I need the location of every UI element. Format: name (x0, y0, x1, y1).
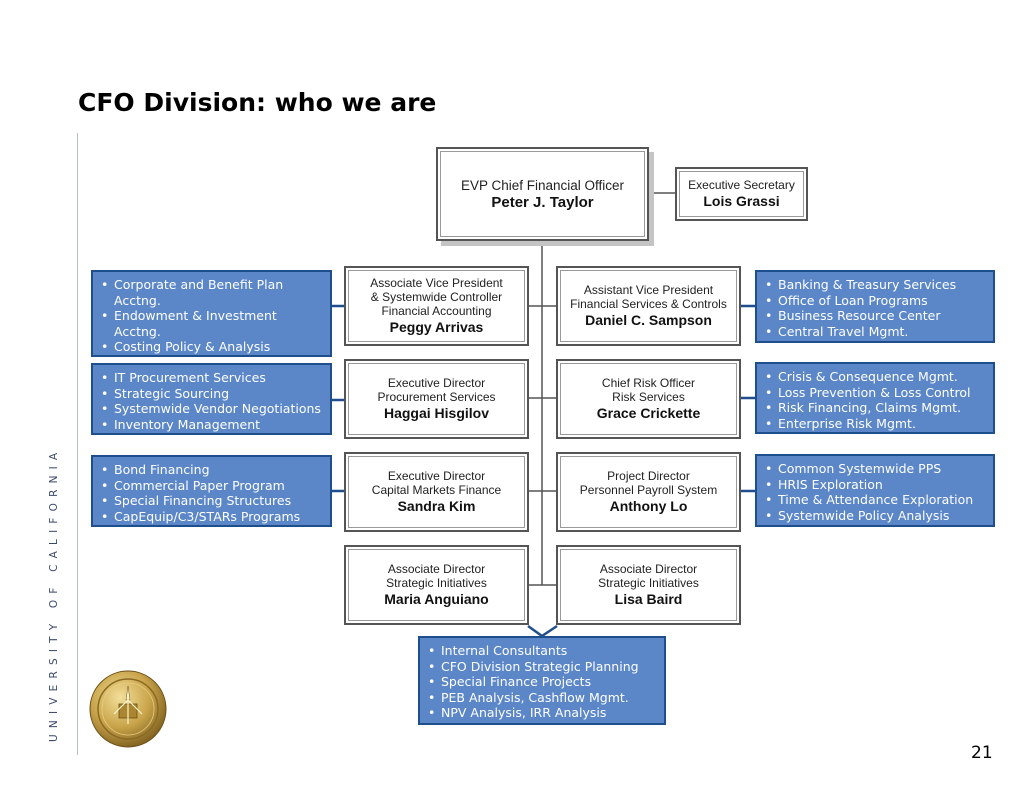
cfo-position: EVP Chief Financial Officer (460, 177, 625, 193)
risk-title-line-1: Chief Risk Officer (601, 376, 696, 390)
list-item: Loss Prevention & Loss Control (763, 385, 987, 401)
page-number: 21 (971, 743, 993, 763)
list-item: Costing Policy & Analysis (99, 339, 324, 355)
procurement-title-line-2: Procurement Services (377, 390, 496, 404)
strategic-1-title-line-1: Associate Director (387, 562, 486, 576)
secretary-position: Executive Secretary (688, 178, 795, 192)
procurement-box: Executive Director Procurement Services … (344, 359, 529, 439)
strategic-initiatives-box-2: Associate Director Strategic Initiatives… (556, 545, 741, 625)
strategic-2-title-line-1: Associate Director (599, 562, 698, 576)
list-item: Office of Loan Programs (763, 293, 987, 309)
list-item: Enterprise Risk Mgmt. (763, 416, 987, 432)
slide-title: CFO Division: who we are (78, 88, 437, 117)
list-item: Common Systemwide PPS (763, 461, 987, 477)
list-item: Business Resource Center (763, 308, 987, 324)
capital-markets-title-line-1: Executive Director (387, 469, 486, 483)
payroll-title-line-1: Project Director (607, 469, 690, 483)
list-item: Special Finance Projects (426, 674, 658, 690)
list-item: CapEquip/C3/STARs Programs (99, 509, 324, 525)
list-item: NPV Analysis, IRR Analysis (426, 705, 658, 721)
list-item: Commercial Paper Program (99, 478, 324, 494)
procurement-functions-list: IT Procurement Services Strategic Sourci… (91, 363, 332, 435)
payroll-title-line-2: Personnel Payroll System (579, 483, 718, 497)
risk-name: Grace Crickette (596, 405, 701, 421)
capital-markets-functions-list: Bond Financing Commercial Paper Program … (91, 455, 332, 527)
financial-services-title-line-1: Assistant Vice President (583, 283, 714, 297)
list-item: Systemwide Policy Analysis (763, 508, 987, 524)
list-item: Endowment & Investment Acctng. (99, 308, 324, 339)
cfo-box: EVP Chief Financial Officer Peter J. Tay… (436, 147, 649, 241)
financial-services-functions-list: Banking & Treasury Services Office of Lo… (755, 270, 995, 343)
strategic-initiatives-box-1: Associate Director Strategic Initiatives… (344, 545, 529, 625)
procurement-name: Haggai Hisgilov (383, 405, 490, 421)
list-item: PEB Analysis, Cashflow Mgmt. (426, 690, 658, 706)
list-item: IT Procurement Services (99, 370, 324, 386)
procurement-title-line-1: Executive Director (387, 376, 486, 390)
accounting-functions-list: Corporate and Benefit Plan Acctng. Endow… (91, 270, 332, 370)
risk-title-line-2: Risk Services (612, 390, 685, 404)
strategic-initiatives-functions-list: Internal Consultants CFO Division Strate… (418, 636, 666, 725)
payroll-functions-list: Common Systemwide PPS HRIS Exploration T… (755, 454, 995, 527)
vertical-divider (77, 133, 78, 755)
list-item: CFO Division Strategic Planning (426, 659, 658, 675)
payroll-box: Project Director Personnel Payroll Syste… (556, 452, 741, 532)
strategic-1-title-line-2: Strategic Initiatives (386, 576, 487, 590)
controller-title-line-3: Financial Accounting (381, 304, 492, 318)
financial-services-title-line-2: Financial Services & Controls (570, 297, 727, 311)
financial-services-name: Daniel C. Sampson (585, 312, 712, 328)
list-item: Strategic Sourcing (99, 386, 324, 402)
list-item: Banking & Treasury Services (763, 277, 987, 293)
list-item: Bond Financing (99, 462, 324, 478)
controller-title-line-1: Associate Vice President (370, 276, 503, 290)
university-seal-icon (89, 670, 167, 748)
capital-markets-box: Executive Director Capital Markets Finan… (344, 452, 529, 532)
list-item: Crisis & Consequence Mgmt. (763, 369, 987, 385)
controller-title-line-2: & Systemwide Controller (370, 290, 503, 304)
capital-markets-name: Sandra Kim (397, 498, 476, 514)
strategic-2-title-line-2: Strategic Initiatives (598, 576, 699, 590)
list-item: Corporate and Benefit Plan Acctng. (99, 277, 324, 308)
executive-secretary-box: Executive Secretary Lois Grassi (675, 167, 808, 221)
controller-name: Peggy Arrivas (389, 319, 484, 335)
financial-services-box: Assistant Vice President Financial Servi… (556, 266, 741, 346)
payroll-name: Anthony Lo (609, 498, 688, 514)
list-item: Time & Attendance Exploration (763, 492, 987, 508)
strategic-2-name: Lisa Baird (614, 591, 683, 607)
list-item: Risk Financing, Claims Mgmt. (763, 400, 987, 416)
list-item: Internal Consultants (426, 643, 658, 659)
list-item: Special Financing Structures (99, 493, 324, 509)
risk-services-functions-list: Crisis & Consequence Mgmt. Loss Preventi… (755, 362, 995, 434)
cfo-name: Peter J. Taylor (491, 193, 594, 211)
risk-services-box: Chief Risk Officer Risk Services Grace C… (556, 359, 741, 439)
list-item: Systemwide Vendor Negotiations (99, 401, 324, 417)
list-item: Inventory Management (99, 417, 324, 433)
secretary-name: Lois Grassi (703, 193, 780, 209)
list-item: Central Travel Mgmt. (763, 324, 987, 340)
list-item: HRIS Exploration (763, 477, 987, 493)
capital-markets-title-line-2: Capital Markets Finance (371, 483, 502, 497)
strategic-1-name: Maria Anguiano (384, 591, 489, 607)
controller-box: Associate Vice President & Systemwide Co… (344, 266, 529, 346)
